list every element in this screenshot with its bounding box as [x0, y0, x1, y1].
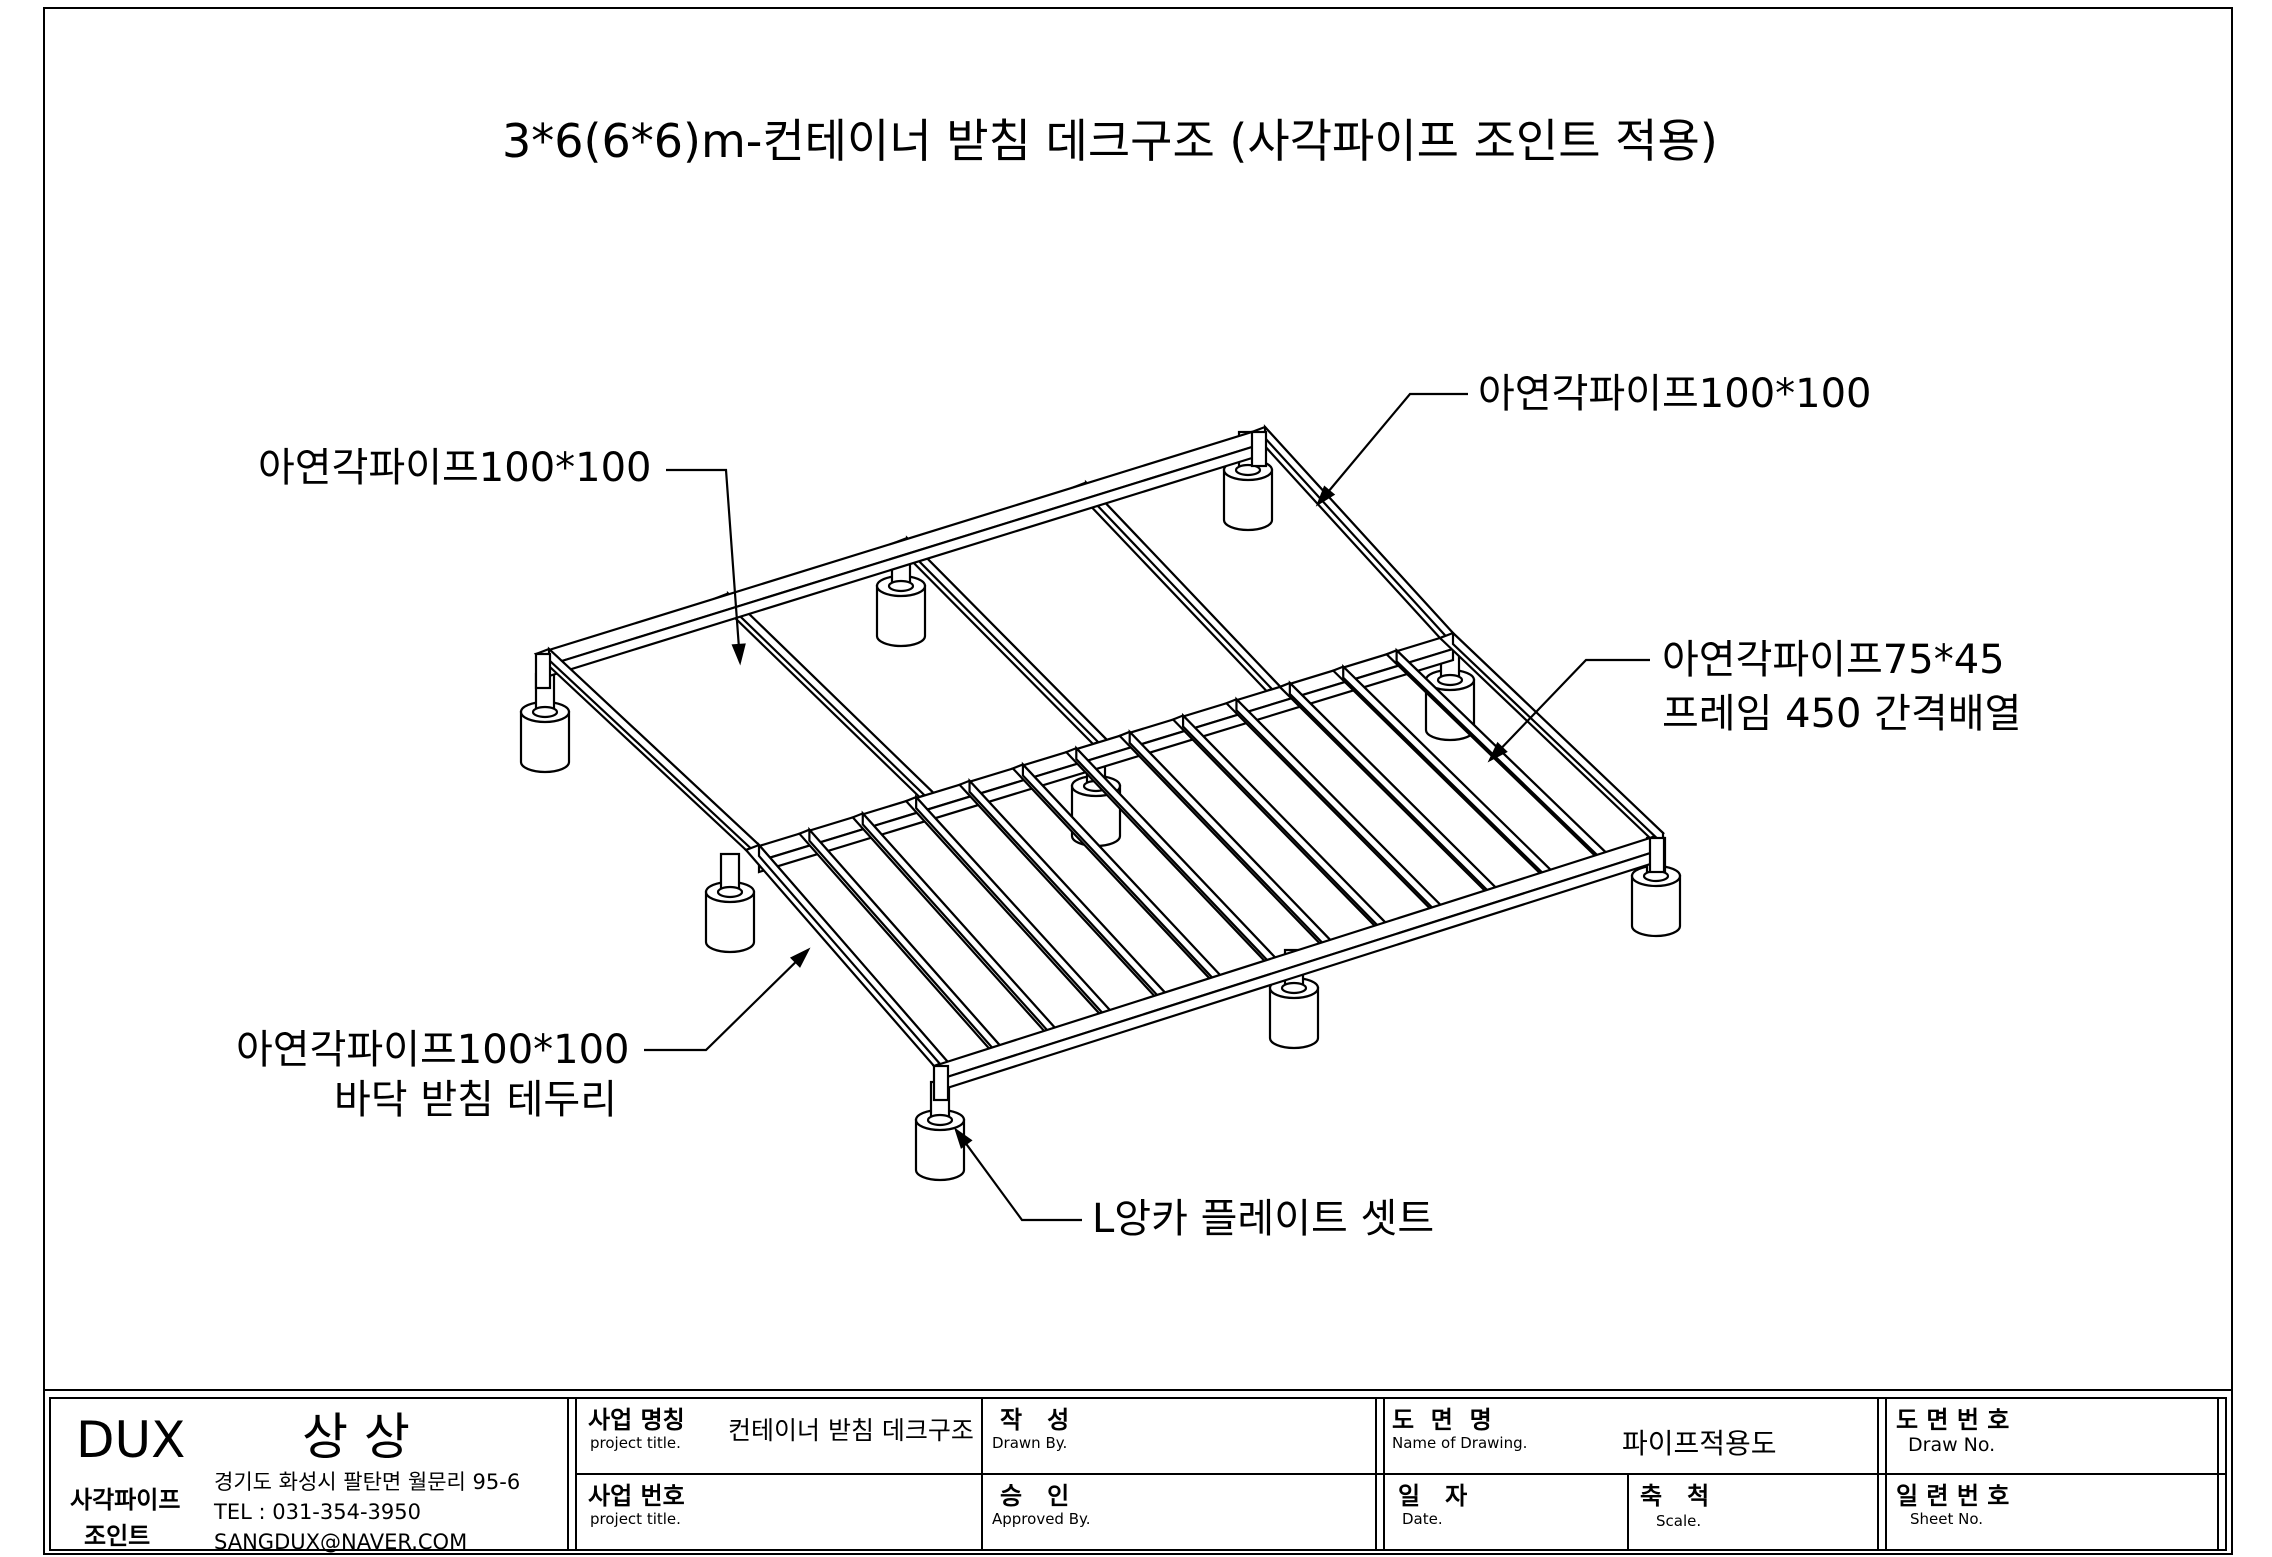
- drawing-no-label: 도 면 번 호: [1896, 1406, 2010, 1434]
- leader-line: [1487, 658, 1650, 763]
- perimeter-beam-100x100: [1250, 424, 1455, 647]
- leader-line: [953, 1127, 1082, 1222]
- callout-border-pipe: 아연각파이프100*100: [236, 1027, 630, 1073]
- callout-frame-pipe: 아연각파이프75*45: [1662, 637, 2005, 683]
- company-sub: 상 상: [302, 1408, 410, 1466]
- drawn-by-label: 작 성: [1000, 1406, 1070, 1434]
- drawing-name-label: 도 면 명: [1392, 1406, 1492, 1434]
- company-address: 경기도 화성시 팔탄면 월문리 95-6: [214, 1470, 521, 1494]
- scale-sub: Scale.: [1656, 1512, 1702, 1530]
- perimeter-beam-100x100: [1437, 630, 1666, 847]
- project-name-label: 사업 명칭: [588, 1406, 685, 1434]
- product-line2: 조인트: [84, 1522, 151, 1550]
- leader-line: [666, 468, 746, 666]
- approved-by-sub: Approved By.: [992, 1510, 1091, 1528]
- approved-by-label: 승 인: [1000, 1482, 1070, 1510]
- project-no-sub: project title.: [590, 1510, 681, 1528]
- sheet-border: [43, 7, 2233, 1555]
- drawn-by-sub: Drawn By.: [992, 1434, 1068, 1452]
- support-post: [519, 672, 571, 774]
- drawing-no-sub: Draw No.: [1908, 1434, 1996, 1456]
- joist-beam-75x45: [797, 826, 1001, 1059]
- joist-beam-100x100: [892, 535, 1108, 753]
- sheet-no-sub: Sheet No.: [1910, 1510, 1984, 1528]
- support-post: [704, 852, 756, 954]
- callout-anchor-plate: L앙카 플레이트 셋트: [1092, 1196, 1435, 1242]
- date-label: 일 자: [1398, 1482, 1468, 1510]
- project-name-value: 컨테이너 받침 데크구조: [728, 1416, 974, 1445]
- callout-top-left-pipe: 아연각파이프100*100: [258, 445, 652, 491]
- joist-beam-75x45: [850, 810, 1057, 1041]
- callout-top-right-pipe: 아연각파이프100*100: [1478, 371, 1872, 417]
- date-sub: Date.: [1402, 1510, 1443, 1528]
- project-no-label: 사업 번호: [588, 1482, 685, 1510]
- sheet-no-label: 일 련 번 호: [1896, 1482, 2010, 1510]
- callout-border-label: 바닥 받침 테두리: [334, 1077, 618, 1123]
- corner-post-cap: [1648, 836, 1666, 874]
- scale-label: 축 척: [1640, 1482, 1710, 1510]
- leader-line: [1315, 392, 1468, 507]
- corner-post-cap: [534, 652, 552, 690]
- corner-post-cap: [1250, 430, 1268, 468]
- company-tel: TEL : 031-354-3950: [214, 1500, 421, 1524]
- drawing-name-sub: Name of Drawing.: [1392, 1434, 1528, 1452]
- drawing-title: 3*6(6*6)m-컨테이너 받침 데크구조 (사각파이프 조인트 적용): [502, 114, 1718, 168]
- joist-beam-75x45: [1064, 745, 1277, 971]
- project-name-sub: project title.: [590, 1434, 681, 1452]
- callout-frame-spacing: 프레임 450 간격배열: [1662, 691, 2022, 737]
- corner-post-cap: [932, 1064, 950, 1102]
- drawing-name-value: 파이프적용도: [1622, 1427, 1777, 1460]
- company-logo: DUX: [76, 1411, 186, 1469]
- product-line1: 사각파이프: [70, 1486, 181, 1514]
- leader-line: [644, 947, 811, 1052]
- company-email: SANGDUX@NAVER.COM: [214, 1530, 468, 1554]
